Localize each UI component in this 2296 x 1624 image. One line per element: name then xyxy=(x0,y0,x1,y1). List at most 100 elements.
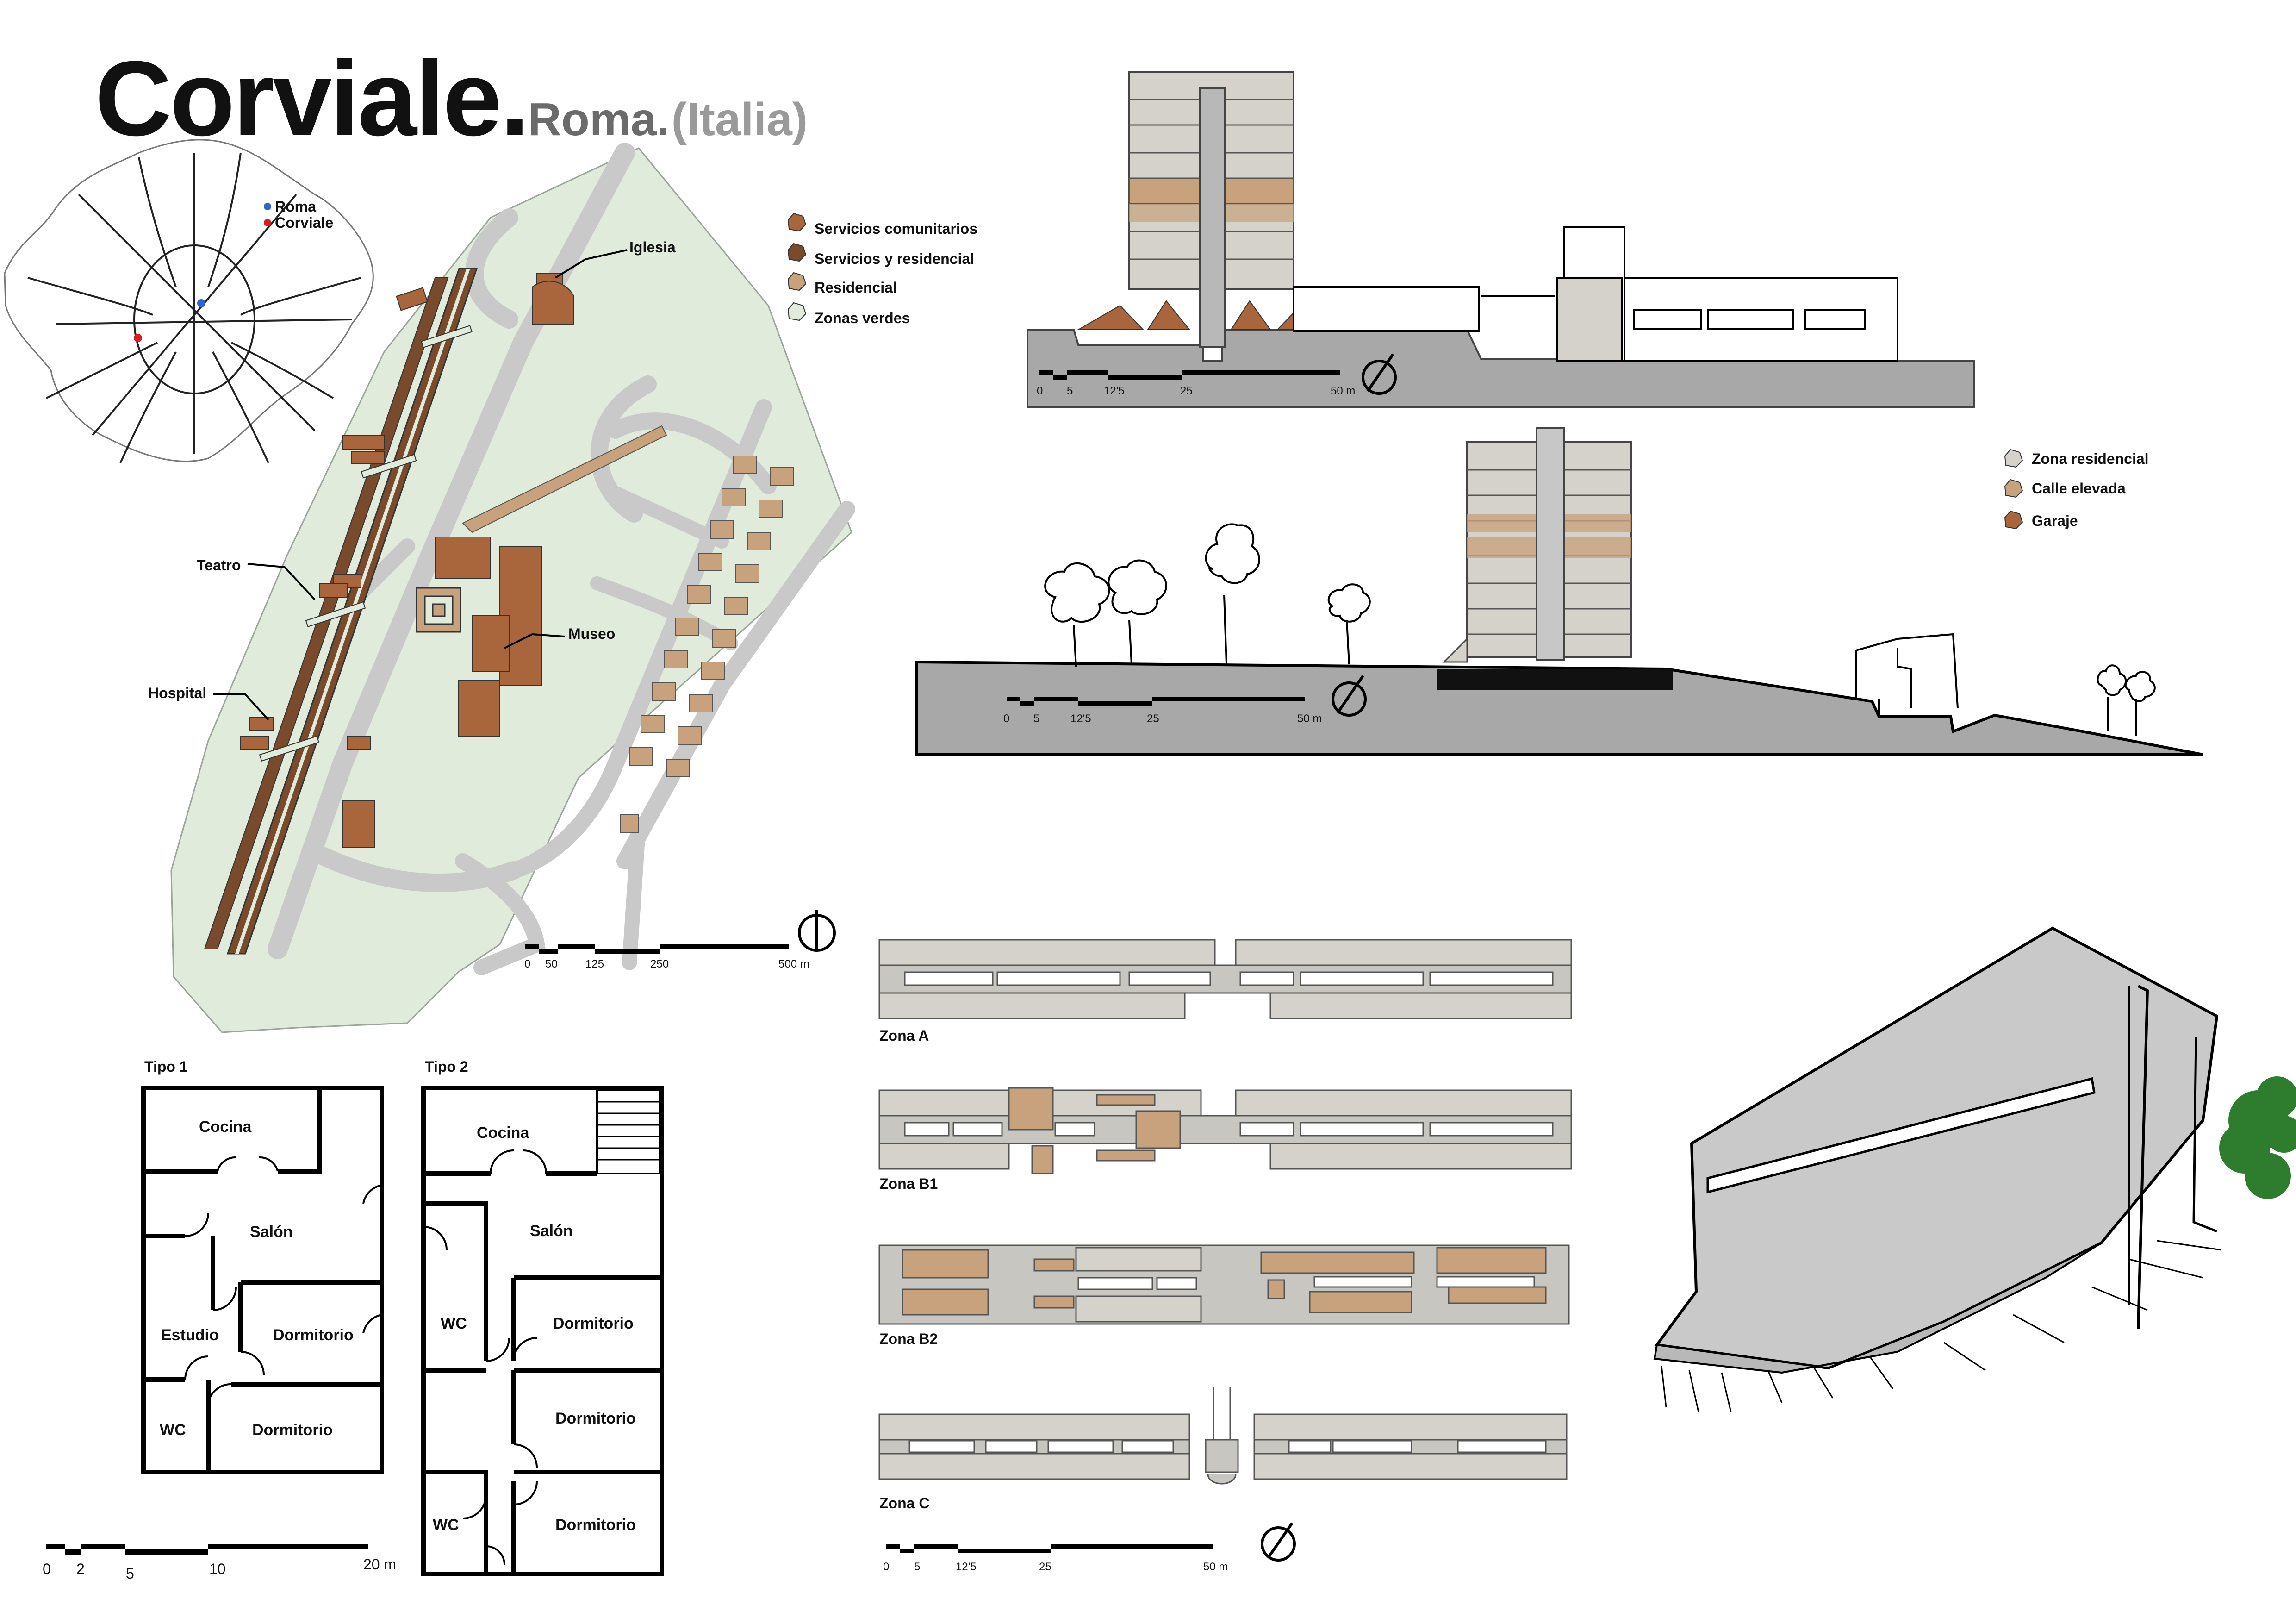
section-b-scale-50: 50 m xyxy=(1297,712,1322,725)
tipo2-cocina: Cocina xyxy=(477,1124,529,1142)
legend-roma: Roma xyxy=(275,198,316,215)
tipo2-salon: Salón xyxy=(530,1222,573,1240)
zones-scale-5: 5 xyxy=(914,1561,920,1573)
section-b-core xyxy=(1536,427,1565,661)
site-scale-0: 0 xyxy=(524,958,530,970)
legend-residential-swatch xyxy=(787,272,807,291)
section-a-scale-0: 0 xyxy=(1037,385,1043,397)
section-a-north-arrow xyxy=(1362,353,1397,395)
plans-scale-0: 0 xyxy=(43,1561,51,1577)
perspective-sketch xyxy=(1653,926,2296,1412)
site-plan: Iglesia Teatro Museo Hospital Servicios … xyxy=(148,143,977,1033)
title-city: Roma. xyxy=(528,94,670,145)
tipo1-title: Tipo 1 xyxy=(144,1058,188,1075)
section-b-scale-12: 12'5 xyxy=(1070,712,1091,725)
section-b-scale-5: 5 xyxy=(1033,712,1039,725)
section-a-scale-12: 12'5 xyxy=(1104,385,1125,397)
legend-garaje: Garaje xyxy=(2032,512,2078,529)
corviale-east-strip xyxy=(204,277,449,949)
site-scale-125: 125 xyxy=(585,958,604,970)
zones-scale-12: 12'5 xyxy=(956,1561,977,1573)
label-hospital: Hospital xyxy=(148,685,206,701)
zone-b2-label: Zona B2 xyxy=(879,1330,938,1347)
tipo2-stairs xyxy=(596,1089,660,1174)
legend-residential: Residencial xyxy=(815,279,897,296)
legend-service-residential: Servicios y residencial xyxy=(815,250,974,267)
tipo2-wc-1: WC xyxy=(441,1315,467,1332)
label-museo: Museo xyxy=(568,625,615,642)
legend-community-swatch xyxy=(787,212,807,232)
sketch-tree xyxy=(2219,1076,2296,1199)
legend-green-swatch xyxy=(787,302,807,321)
church xyxy=(532,281,574,325)
plans-scale-10: 10 xyxy=(209,1561,226,1577)
tipo1-wc: WC xyxy=(160,1421,186,1439)
tipo2-dormitorio-2: Dormitorio xyxy=(555,1410,636,1427)
zone-plans: Zona A Zona B1 xyxy=(878,939,1572,1573)
section-a: 0 5 12'5 25 50 m xyxy=(1027,71,1975,408)
teatro-leader xyxy=(247,563,316,600)
section-a-core xyxy=(1199,87,1226,348)
plan-tipo-2: Tipo 2 Cocina Salón WC Dormitorio D xyxy=(421,1058,664,1576)
zones-scale-0: 0 xyxy=(883,1561,889,1573)
section-b-garage xyxy=(1437,669,1673,690)
section-a-scale-5: 5 xyxy=(1067,385,1073,397)
legend-community: Servicios comunitarios xyxy=(815,220,977,237)
title-country: (Italia) xyxy=(671,94,808,145)
tipo2-dormitorio-1: Dormitorio xyxy=(553,1315,634,1332)
site-scale-bar: 0 50 125 250 500 m xyxy=(524,944,809,970)
legend-residential-zone-swatch xyxy=(2004,449,2023,468)
section-b-legend: Zona residencial Calle elevada Garaje xyxy=(2004,449,2149,530)
museo-leader xyxy=(504,633,565,649)
zone-c-plan xyxy=(878,1387,1568,1485)
tipo2-dormitorio-3: Dormitorio xyxy=(555,1516,636,1534)
tipo1-dormitorio-2: Dormitorio xyxy=(252,1421,333,1439)
site-scale-250: 250 xyxy=(650,958,669,970)
zone-b1-plan xyxy=(878,1087,1572,1174)
site-scale-500: 500 m xyxy=(778,958,809,970)
section-a-scale-50: 50 m xyxy=(1331,385,1355,397)
section-b-trees xyxy=(1044,523,2156,736)
plans-scale-20: 20 m xyxy=(363,1556,396,1573)
section-b-north-arrow xyxy=(1332,675,1367,717)
locator-map: Roma Corviale xyxy=(4,139,374,463)
section-b-ground xyxy=(915,660,2203,756)
tipo1-salon: Salón xyxy=(250,1223,293,1241)
section-b: Zona residencial Calle elevada Garaje 0 … xyxy=(915,427,2203,756)
iglesia-leader xyxy=(554,249,628,279)
hospital-leader xyxy=(213,693,269,721)
legend-zona-residencial: Zona residencial xyxy=(2032,450,2149,467)
legend-green: Zonas verdes xyxy=(815,310,910,326)
site-scale-50: 50 xyxy=(545,958,558,970)
site-north-arrow xyxy=(798,910,836,952)
roma-dot xyxy=(197,299,205,307)
tipo1-cocina: Cocina xyxy=(199,1118,252,1136)
zones-scale-50: 50 m xyxy=(1203,1561,1228,1573)
label-iglesia: Iglesia xyxy=(629,239,676,256)
section-b-scale-25: 25 xyxy=(1147,712,1159,725)
zones-north-arrow xyxy=(1261,1522,1296,1562)
tipo2-wc-2: WC xyxy=(433,1516,459,1534)
zone-c-label: Zona C xyxy=(879,1495,929,1512)
legend-roma-dot xyxy=(264,203,271,210)
plans-scale-2: 2 xyxy=(76,1561,85,1577)
museum-building xyxy=(416,587,461,633)
legend-corviale: Corviale xyxy=(275,214,333,231)
section-b-scale-bar: 0 5 12'5 25 50 m xyxy=(1003,697,1322,725)
corviale-dot xyxy=(134,334,142,342)
section-a-scale-bar: 0 5 12'5 25 50 m xyxy=(1037,370,1355,397)
tipo1-dormitorio-1: Dormitorio xyxy=(273,1326,354,1344)
legend-service-residential-swatch xyxy=(787,243,807,262)
zone-b1-label: Zona B1 xyxy=(879,1175,938,1192)
zone-a-plan xyxy=(878,939,1572,1019)
plans-scale-5: 5 xyxy=(126,1565,134,1582)
legend-calle-elevada: Calle elevada xyxy=(2032,480,2126,497)
plan-tipo-1: Tipo 1 Cocina Salón Estudio Dormitorio W… xyxy=(141,1058,384,1474)
site-legend: Servicios comunitarios Servicios y resid… xyxy=(787,212,977,326)
section-b-scale-0: 0 xyxy=(1003,712,1009,725)
sketch-ground-hatching xyxy=(1661,1240,2222,1412)
tipo2-title: Tipo 2 xyxy=(425,1058,468,1075)
legend-garage-swatch xyxy=(2004,510,2023,530)
sheet-title: Corviale.Roma. (Italia) xyxy=(95,37,808,160)
